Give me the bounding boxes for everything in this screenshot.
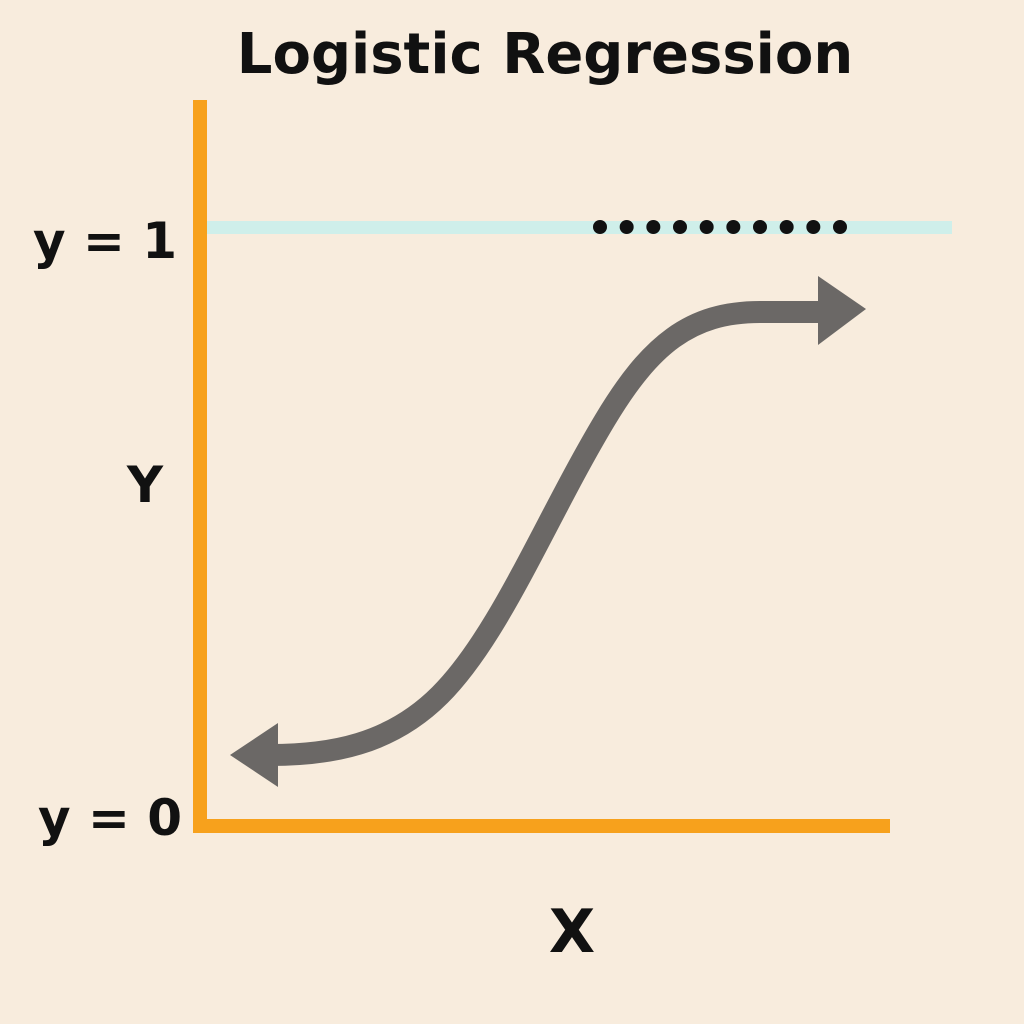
x-axis-line (193, 819, 890, 833)
upper-bound-dot (593, 220, 607, 234)
right-arrowhead-icon (818, 276, 866, 345)
upper-bound-dot (699, 220, 714, 234)
upper-bound-dot (833, 220, 847, 234)
y-axis-line (193, 100, 207, 833)
sigmoid-curve (269, 301, 825, 766)
y-equals-zero-label: y = 0 (38, 789, 182, 847)
left-arrowhead-icon (230, 723, 278, 787)
y-axis-label: Y (126, 456, 164, 514)
x-axis-label: X (549, 897, 595, 967)
upper-bound-dot (753, 220, 767, 234)
upper-bound-dot (726, 220, 741, 234)
upper-bound-dot (806, 220, 821, 234)
upper-bound-dot (646, 220, 661, 234)
upper-bound-dot (619, 220, 634, 234)
diagram-title: Logistic Regression (237, 22, 853, 87)
upper-bound-dots (593, 220, 847, 234)
upper-bound-dot (779, 220, 794, 234)
y-equals-one-label: y = 1 (33, 212, 177, 270)
upper-bound-dot (673, 220, 687, 234)
